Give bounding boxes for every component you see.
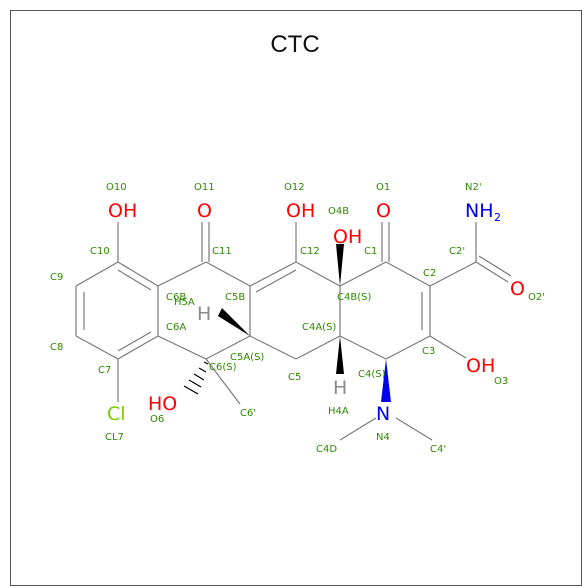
- atom-h5a: H: [197, 303, 211, 325]
- label-n4: N4: [376, 432, 390, 443]
- atom-o6: HO: [148, 393, 177, 415]
- atom-o10: OH: [108, 200, 137, 222]
- label-o11: O11: [194, 182, 215, 193]
- label-c7: C7: [98, 365, 111, 376]
- label-c5a: C5A(S): [230, 352, 264, 363]
- label-c4d: C4D: [316, 444, 337, 455]
- atom-n2-subscript: 2: [494, 211, 501, 224]
- label-c1: C1: [364, 246, 377, 257]
- diagram-frame: [10, 10, 582, 586]
- atom-index-labels: O10 O11 O12 O1 N2' O4B C10 C11 C12 C1 C2…: [50, 182, 545, 455]
- label-o12: O12: [284, 182, 305, 193]
- atom-o1: O: [376, 200, 391, 222]
- label-c9: C9: [50, 272, 63, 283]
- label-c6a: C6A: [166, 322, 186, 333]
- label-c2p: C2': [449, 246, 465, 257]
- atom-o3: OH: [466, 355, 495, 377]
- label-o4b: O4B: [328, 206, 349, 217]
- label-c4p: C4': [430, 444, 446, 455]
- atom-o4b: OH: [333, 226, 362, 248]
- label-c6b: C6B: [166, 292, 186, 303]
- label-h4a: H4A: [328, 406, 349, 417]
- label-c6: C6(S): [209, 362, 237, 373]
- atom-n4: N: [376, 403, 390, 425]
- label-o10: O10: [106, 182, 127, 193]
- label-c5: C5: [288, 372, 301, 383]
- atom-o12: OH: [286, 200, 315, 222]
- atom-o2p: O: [510, 278, 525, 300]
- label-c12: C12: [300, 246, 320, 257]
- label-cl7: CL7: [105, 432, 124, 443]
- atom-cl: Cl: [107, 403, 126, 425]
- bond-lines: [75, 222, 512, 441]
- label-h5a: H5A: [174, 297, 195, 308]
- label-o2p: O2': [528, 292, 545, 303]
- label-c4: C4(S): [358, 369, 386, 380]
- atom-h4a: H: [333, 377, 347, 399]
- label-c5b: C5B: [225, 292, 245, 303]
- label-c2: C2: [423, 268, 436, 279]
- atom-o11: O: [197, 200, 212, 222]
- label-c4a: C4A(S): [302, 322, 336, 333]
- diagram-title: CTC: [270, 31, 319, 58]
- label-o3: O3: [494, 376, 508, 387]
- label-c3: C3: [422, 346, 435, 357]
- label-c11: C11: [212, 246, 232, 257]
- label-c10: C10: [90, 246, 110, 257]
- atom-n2: NH: [465, 200, 494, 222]
- label-c8: C8: [50, 342, 63, 353]
- label-n2p: N2': [465, 182, 482, 193]
- label-o6: O6: [150, 414, 164, 425]
- label-c6p: C6': [240, 408, 256, 419]
- label-c4b: C4B(S): [337, 292, 371, 303]
- stereo-wedges: [183, 244, 391, 402]
- label-o1: O1: [376, 182, 390, 193]
